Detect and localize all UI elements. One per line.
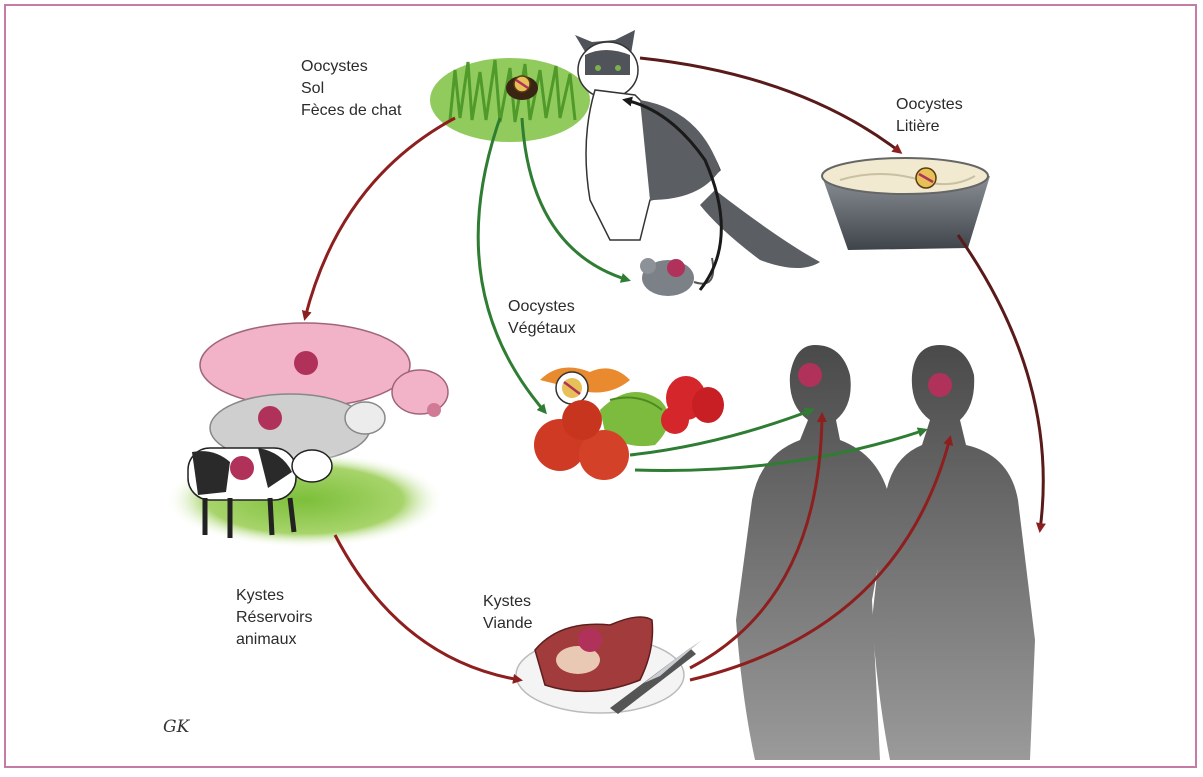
arrow-vegetables-to-human-2 xyxy=(635,430,925,471)
grass-patch-icon xyxy=(430,58,590,142)
label-meat-line1: Kystes xyxy=(483,591,533,613)
label-litter-line1: Oocystes xyxy=(896,94,963,116)
mouse-icon xyxy=(640,258,713,296)
label-vegetables-line1: Oocystes xyxy=(508,296,576,318)
cat-feces-icon xyxy=(506,76,538,100)
label-cat-feces: Oocystes Sol Fèces de chat xyxy=(301,56,402,122)
arrow-feces-to-animals xyxy=(305,118,455,318)
label-litter: Oocystes Litière xyxy=(896,94,963,138)
label-meat: Kystes Viande xyxy=(483,591,533,635)
label-animal-reservoirs-line2: Réservoirs xyxy=(236,607,312,629)
label-animal-reservoirs-line3: animaux xyxy=(236,629,312,651)
label-cat-feces-line1: Oocystes xyxy=(301,56,402,78)
label-cat-feces-line2: Sol xyxy=(301,78,402,100)
label-vegetables-line2: Végétaux xyxy=(508,318,576,340)
artist-signature: GK xyxy=(163,717,189,737)
label-animal-reservoirs-line1: Kystes xyxy=(236,585,312,607)
vegetables-icon xyxy=(534,368,724,481)
arrow-feces-to-vegetables xyxy=(478,118,545,412)
human-silhouettes-icon xyxy=(736,345,1035,760)
label-cat-feces-line3: Fèces de chat xyxy=(301,100,402,122)
litter-box-icon xyxy=(822,158,990,250)
label-animal-reservoirs: Kystes Réservoirs animaux xyxy=(236,585,312,651)
meat-plate-icon xyxy=(516,617,702,714)
label-litter-line2: Litière xyxy=(896,116,963,138)
label-meat-line2: Viande xyxy=(483,613,533,635)
label-vegetables: Oocystes Végétaux xyxy=(508,296,576,340)
